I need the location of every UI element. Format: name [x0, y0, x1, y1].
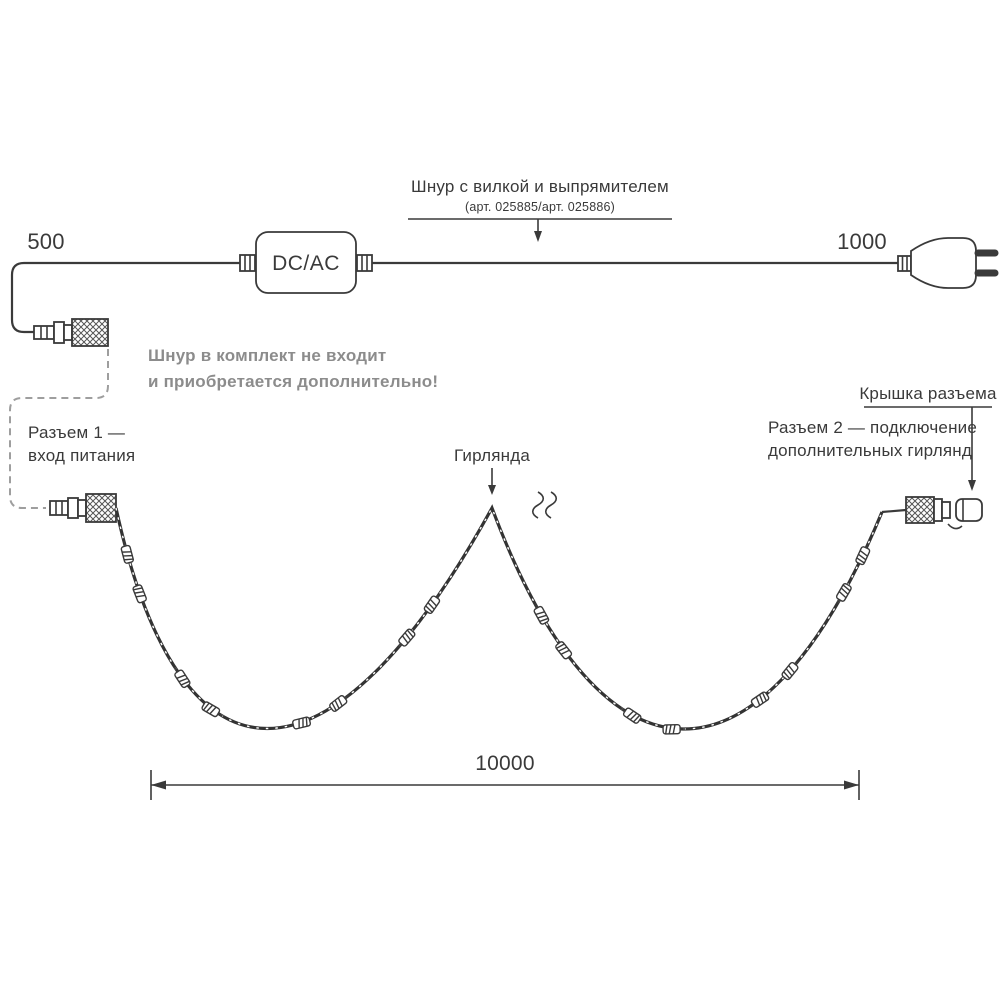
- dim-left-label: 500: [27, 229, 64, 254]
- connector-knurl: [71, 318, 109, 347]
- led-bulb: [835, 583, 852, 605]
- cord-output-connector: [33, 318, 109, 347]
- garland-arrowhead: [488, 485, 496, 495]
- adapter-rib-left: [239, 254, 256, 272]
- cap-leash: [947, 523, 963, 530]
- dim-arrow-left: [151, 780, 166, 790]
- plug-body: [910, 237, 977, 289]
- dcac-adapter: DC/AC: [239, 231, 373, 294]
- svg-text:Гирлянда: Гирлянда: [454, 446, 530, 465]
- cord-title: Шнур с вилкой и выпрямителем: [411, 177, 669, 196]
- cord-callout-arrowhead: [534, 231, 542, 242]
- svg-text:Крышка разъема: Крышка разъема: [859, 384, 997, 403]
- connector2-label: Разъем 2 — подключение дополнительных ги…: [768, 418, 977, 460]
- garland-label: Гирлянда: [454, 446, 530, 495]
- dashed-connection-path: [9, 349, 109, 509]
- connector-cap: [947, 498, 983, 530]
- note-line2: и приобретается дополнительно!: [148, 372, 438, 391]
- dim-total-label: 10000: [475, 752, 534, 775]
- led-bulb: [662, 723, 686, 735]
- mains-plug: [897, 237, 999, 289]
- led-bulb: [120, 541, 134, 564]
- connector1: [49, 493, 117, 523]
- cord-callout: Шнур с вилкой и выпрямителем (арт. 02588…: [408, 177, 672, 242]
- connector2: [881, 496, 983, 530]
- cord-subtitle: (арт. 025885/арт. 025886): [465, 200, 615, 214]
- led-bulb: [855, 543, 871, 566]
- break-mark: [531, 491, 558, 519]
- led-layer: [120, 541, 871, 735]
- total-dimension: 10000: [150, 752, 860, 800]
- note-line1: Шнур в комплект не входит: [148, 346, 386, 365]
- cord-wire-left: [10, 261, 240, 334]
- led-bulb: [174, 667, 191, 689]
- not-included-note: Шнур в комплект не входит и приобретаетс…: [148, 346, 438, 391]
- svg-text:Разъем 2 — подключение: Разъем 2 — подключение: [768, 418, 977, 437]
- dim-arrow-right: [844, 780, 859, 790]
- cap-arrowhead: [968, 480, 976, 491]
- connector2-knurl: [905, 496, 935, 524]
- led-bulb: [555, 641, 573, 662]
- led-bulb: [201, 701, 223, 718]
- led-bulb: [397, 628, 416, 649]
- svg-text:вход питания: вход питания: [28, 446, 135, 465]
- plug-strain-relief: [897, 255, 912, 272]
- connector1-knurl: [85, 493, 117, 523]
- adapter-box: [255, 231, 357, 294]
- led-bulb: [620, 707, 642, 724]
- led-bulb: [423, 593, 441, 615]
- led-bulb: [288, 716, 312, 730]
- led-bulb: [533, 603, 550, 625]
- led-bulb: [781, 660, 800, 681]
- power-cord: DC/AC: [10, 231, 999, 347]
- dim-right-label: 1000: [837, 229, 887, 254]
- connector1-label: Разъем 1 — вход питания: [28, 423, 135, 465]
- led-bulb: [748, 691, 770, 708]
- cap-label: Крышка разъема: [859, 384, 997, 491]
- svg-text:дополнительных гирлянд: дополнительных гирлянд: [768, 441, 972, 460]
- adapter-label: DC/AC: [272, 252, 340, 275]
- svg-text:Разъем 1 —: Разъем 1 —: [28, 423, 125, 442]
- adapter-rib-right: [356, 254, 373, 272]
- led-bulb: [329, 694, 350, 712]
- led-bulb: [132, 584, 147, 607]
